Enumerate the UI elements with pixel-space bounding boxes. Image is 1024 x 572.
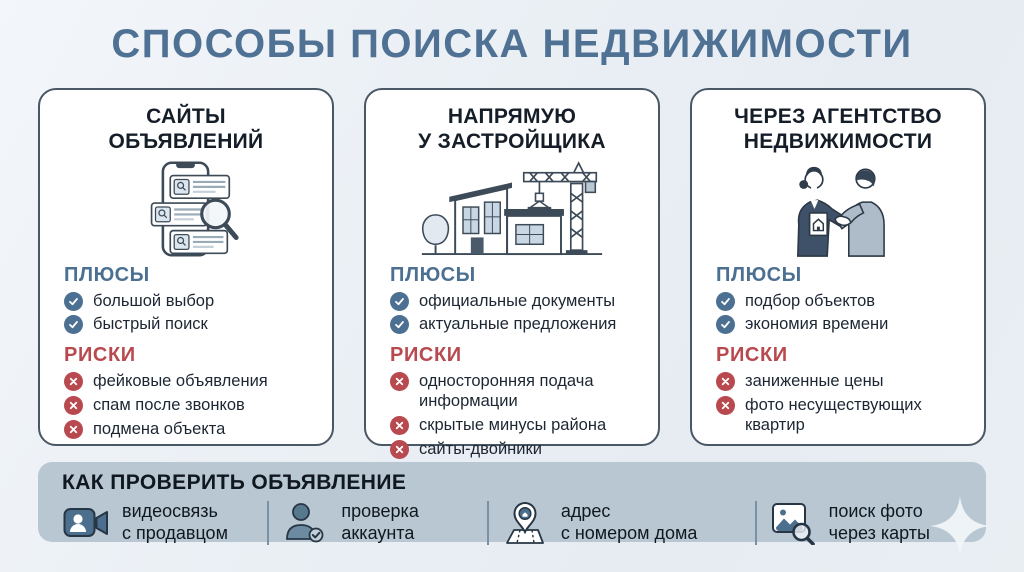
risk-item-label: фейковые объявления [93, 372, 268, 391]
verify-item-photo-search: поиск фото через карты [769, 501, 962, 545]
pros-item-label: быстрый поиск [93, 315, 208, 334]
pros-item: актуальные предложения [390, 315, 638, 335]
risk-item-label: спам после звонков [93, 395, 245, 414]
card-title: ЧЕРЕЗ АГЕНТСТВО НЕДВИЖИМОСТИ [698, 105, 978, 155]
verification-bar: КАК ПРОВЕРИТЬ ОБЪЯВЛЕНИЕ видеосвязь с пр… [38, 462, 990, 556]
map-pin-icon [501, 501, 549, 545]
pros-heading: ПЛЮСЫ [716, 263, 802, 286]
pros-list: официальные документы актуальные предлож… [390, 291, 638, 336]
risk-item: односторонняя подача информации [390, 372, 638, 412]
verify-item-label: видеосвязь с продавцом [122, 501, 228, 543]
check-icon [390, 315, 409, 335]
check-icon [716, 291, 735, 311]
card-title-line: ОБЪЯВЛЕНИЙ [108, 129, 264, 153]
cross-icon [390, 415, 409, 435]
risks-list: фейковые объявления спам после звонков п… [64, 372, 312, 439]
check-icon [716, 315, 735, 335]
pros-item-label: актуальные предложения [419, 315, 617, 334]
cross-icon [64, 419, 83, 439]
pros-item: большой выбор [64, 291, 312, 312]
card-body: ПЛЮСЫ большой выбор быстрый поиск РИСКИ … [40, 258, 332, 444]
risk-item: скрытые минусы района [390, 415, 638, 436]
phone-listings-illustration [40, 160, 332, 258]
risk-item-label: фото несуществующих квартир [745, 395, 922, 434]
risk-item: фейковые объявления [64, 372, 312, 392]
verify-item-address: адрес с номером дома [501, 501, 743, 545]
risk-item-label: сайты-двойники [419, 439, 542, 458]
house-crane-illustration [366, 160, 658, 258]
cross-icon [64, 395, 83, 415]
verify-item-account-check: проверка аккаунта [281, 501, 474, 545]
verification-bar-title: КАК ПРОВЕРИТЬ ОБЪЯВЛЕНИЕ [62, 471, 407, 494]
check-icon [390, 291, 409, 311]
risk-item-label: заниженные цены [745, 372, 884, 391]
card-title-line: НЕДВИЖИМОСТИ [743, 129, 933, 153]
card-title-line: САЙТЫ [146, 105, 226, 128]
verify-item-video-call: видеосвязь с продавцом [62, 501, 255, 545]
card-body: ПЛЮСЫ официальные документы актуальные п… [366, 258, 658, 464]
pros-item-label: официальные документы [419, 291, 616, 310]
card-body: ПЛЮСЫ подбор объектов экономия времени Р… [692, 258, 984, 440]
risks-heading: РИСКИ [716, 344, 788, 367]
pros-item-label: большой выбор [93, 291, 215, 310]
cross-icon [390, 439, 409, 459]
cross-icon [64, 372, 83, 392]
card-title-line: НАПРЯМУЮ [447, 105, 577, 128]
cross-icon [716, 395, 735, 415]
pros-list: подбор объектов экономия времени [716, 291, 964, 336]
photo-search-icon [769, 502, 817, 545]
divider [754, 501, 757, 545]
card-title: НАПРЯМУЮ У ЗАСТРОЙЩИКА [372, 105, 652, 155]
risk-item-label: скрытые минусы района [419, 415, 607, 434]
check-icon [64, 291, 83, 311]
page-title: СПОСОБЫ ПОИСКА НЕДВИЖИМОСТИ [111, 22, 913, 66]
cross-icon [390, 372, 409, 392]
card-listing-sites: САЙТЫ ОБЪЯВЛЕНИЙ [38, 88, 334, 446]
risks-heading: РИСКИ [64, 344, 136, 367]
pros-item: подбор объектов [716, 291, 964, 312]
risk-item: заниженные цены [716, 372, 964, 392]
handshake-agency-illustration [692, 160, 984, 258]
risks-list: односторонняя подача информации скрытые … [390, 372, 638, 459]
pros-item: быстрый поиск [64, 315, 312, 335]
pros-item-label: подбор объектов [745, 291, 876, 310]
pros-item: экономия времени [716, 315, 964, 335]
pros-item-label: экономия времени [745, 315, 889, 334]
risk-item-label: подмена объекта [93, 419, 226, 438]
divider [267, 501, 270, 545]
pros-heading: ПЛЮСЫ [390, 263, 476, 286]
verification-items: видеосвязь с продавцом проверка аккау [62, 500, 962, 546]
pros-list: большой выбор быстрый поиск [64, 291, 312, 336]
risk-item-label: односторонняя подача информации [419, 372, 594, 410]
verify-item-label: поиск фото через карты [828, 501, 930, 543]
card-title: САЙТЫ ОБЪЯВЛЕНИЙ [46, 105, 326, 155]
divider [486, 501, 489, 545]
pros-item: официальные документы [390, 291, 638, 312]
check-icon [64, 315, 83, 335]
video-call-icon [62, 505, 110, 541]
account-check-icon [281, 503, 329, 543]
risk-item: подмена объекта [64, 419, 312, 440]
risk-item: спам после звонков [64, 395, 312, 416]
risks-list: заниженные цены фото несуществующих квар… [716, 372, 964, 435]
method-cards-row: САЙТЫ ОБЪЯВЛЕНИЙ [38, 88, 986, 459]
verify-item-label: адрес с номером дома [560, 501, 698, 543]
card-title-line: У ЗАСТРОЙЩИКА [418, 129, 606, 153]
verify-item-label: проверка аккаунта [341, 501, 419, 543]
risk-item: сайты-двойники [390, 439, 638, 460]
risks-heading: РИСКИ [390, 344, 462, 367]
card-title-line: ЧЕРЕЗ АГЕНТСТВО [734, 105, 942, 128]
pros-heading: ПЛЮСЫ [64, 263, 150, 286]
card-agency: ЧЕРЕЗ АГЕНТСТВО НЕДВИЖИМОСТИ [690, 88, 986, 446]
cross-icon [716, 372, 735, 392]
risk-item: фото несуществующих квартир [716, 395, 964, 436]
card-developer-direct: НАПРЯМУЮ У ЗАСТРОЙЩИКА [364, 88, 660, 459]
